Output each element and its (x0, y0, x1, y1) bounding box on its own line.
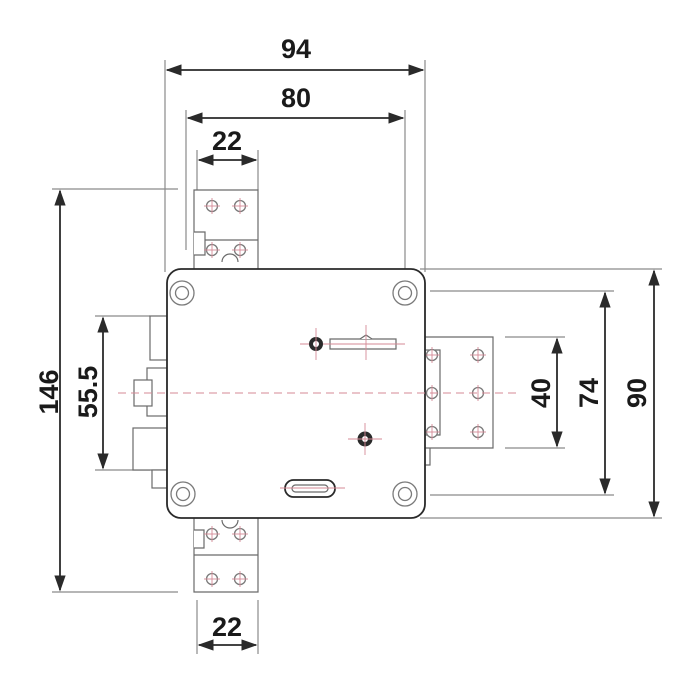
extension-lines (52, 60, 662, 654)
dim-label-146: 146 (34, 369, 64, 414)
middle-spindle (348, 423, 382, 455)
bottom-slot (280, 479, 345, 498)
top-bracket (193, 189, 259, 273)
dim-label-94: 94 (281, 34, 311, 64)
dim-label-40: 40 (526, 378, 556, 408)
lock-body (166, 268, 426, 519)
dim-label-22-bottom: 22 (212, 612, 242, 642)
right-bracket (419, 336, 494, 466)
dim-label-90: 90 (622, 378, 652, 408)
dim-label-55-5: 55.5 (73, 366, 103, 419)
dimension-labels: 94 80 22 146 55.5 40 74 90 22 (34, 34, 652, 642)
bottom-bracket (193, 511, 259, 593)
dim-label-80: 80 (281, 83, 311, 113)
dim-label-22-top: 22 (212, 126, 242, 156)
dim-label-74: 74 (574, 378, 604, 408)
dimension-lines (54, 64, 660, 651)
left-bolts (132, 315, 168, 489)
keyhole-slot (300, 325, 405, 360)
